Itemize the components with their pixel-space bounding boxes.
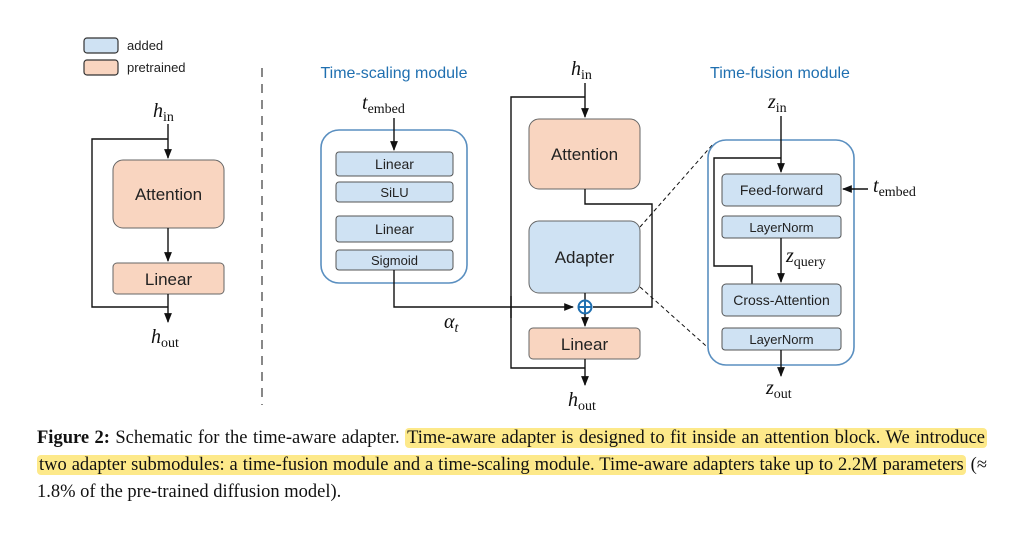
tf-feed-forward-box	[721, 173, 842, 207]
left-h-in-label: hin	[153, 100, 174, 125]
zoom-line-bottom	[639, 286, 715, 354]
circle-plus-icon	[577, 299, 593, 315]
tf-z-query-label: zquery	[785, 245, 826, 270]
zoom-line-top	[639, 142, 715, 228]
tf-feed-forward-label: Feed-forward	[740, 182, 823, 198]
left-h-out-label: hout	[151, 326, 179, 351]
figure-caption: Figure 2: Schematic for the time-aware a…	[37, 425, 988, 506]
adapter-label: Adapter	[555, 248, 615, 267]
tf-z-in-label: zin	[767, 91, 787, 116]
ts-sigmoid-label: Sigmoid	[371, 253, 418, 268]
time-scaling-t-embed-label: tembed	[362, 92, 405, 117]
legend-pretrained-label: pretrained	[127, 60, 186, 75]
time-scaling-module: Time-scaling module tembed Linear SiLU L…	[320, 65, 574, 336]
caption-text-1: Schematic for the time-aware adapter.	[109, 428, 406, 448]
alpha-t-label: αt	[444, 311, 460, 336]
time-scaling-title: Time-scaling module	[320, 65, 467, 82]
ts-silu-box	[335, 181, 454, 203]
left-linear-label: Linear	[145, 270, 193, 289]
center-residual-line	[510, 96, 585, 369]
legend-added-swatch	[83, 37, 119, 54]
ts-silu-label: SiLU	[380, 185, 408, 200]
caption-text-2: (≈ 1.8% of the pre-trained diffusion mod…	[37, 455, 987, 502]
figure-label: Figure 2:	[37, 428, 110, 448]
ts-linear1-label: Linear	[375, 156, 414, 172]
tf-residual-line	[713, 157, 781, 284]
center-attention-label: Attention	[551, 145, 618, 164]
legend: added pretrained	[83, 37, 186, 76]
tf-layernorm2-label: LayerNorm	[749, 332, 813, 347]
legend-added-label: added	[127, 38, 163, 53]
center-linear-label: Linear	[561, 335, 609, 354]
tf-cross-attention-label: Cross-Attention	[733, 292, 829, 308]
time-fusion-title: Time-fusion module	[710, 65, 850, 82]
ts-linear1-box	[335, 151, 454, 177]
ts-linear2-box	[335, 215, 454, 243]
left-residual-line	[91, 138, 168, 308]
alpha-connector-line	[393, 270, 574, 311]
legend-pretrained-swatch	[83, 59, 119, 76]
tf-z-out-label: zout	[765, 377, 792, 402]
adapter-skip-line	[584, 189, 653, 308]
center-attention-block: hin Attention Adapter Linear hout	[510, 58, 653, 414]
left-attention-block: hin Attention Linear hout	[91, 100, 225, 351]
center-h-in-label: hin	[571, 58, 592, 83]
time-fusion-module: Time-fusion module zin Feed-forward temb…	[707, 65, 916, 402]
tf-layernorm1-label: LayerNorm	[749, 220, 813, 235]
ts-linear2-label: Linear	[375, 221, 414, 237]
left-attention-label: Attention	[135, 185, 202, 204]
tf-cross-attention-box	[721, 283, 842, 317]
tf-t-embed-label: tembed	[873, 175, 916, 200]
time-aware-adapter-diagram: added pretrained hin Attention Linear ho…	[83, 37, 916, 414]
center-h-out-label: hout	[568, 389, 596, 414]
